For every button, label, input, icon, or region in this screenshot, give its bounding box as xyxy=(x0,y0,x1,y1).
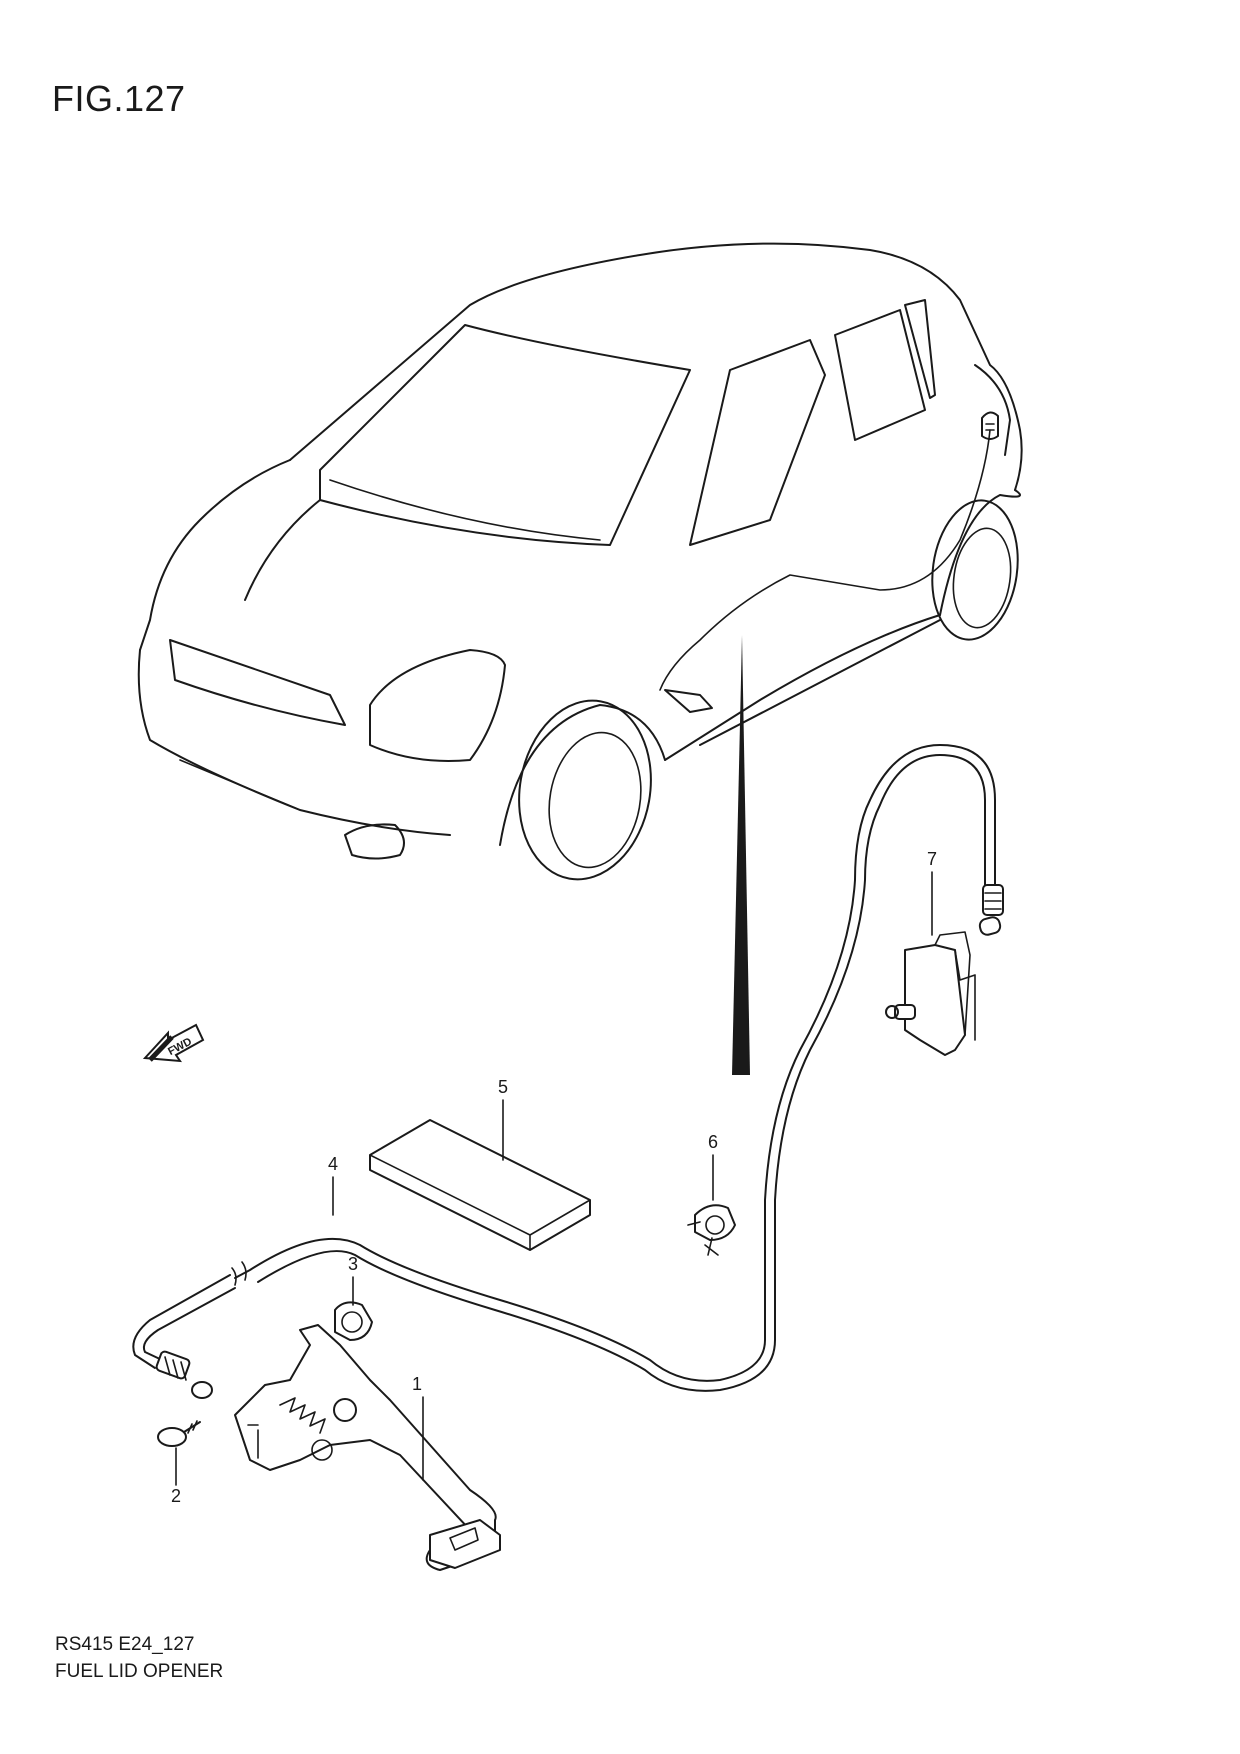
callout-5: 5 xyxy=(498,1077,508,1161)
callout-2: 2 xyxy=(171,1447,181,1506)
callout-2-number: 2 xyxy=(171,1486,181,1506)
callout-6: 6 xyxy=(708,1132,718,1201)
part-1-lever xyxy=(234,1324,501,1571)
callout-1-number: 1 xyxy=(412,1374,422,1394)
callout-3: 3 xyxy=(348,1254,358,1306)
part-5-pad xyxy=(369,1119,591,1251)
part-4-cable xyxy=(132,744,996,1399)
callout-6-number: 6 xyxy=(708,1132,718,1152)
callout-7: 7 xyxy=(927,849,937,936)
part-2-screw xyxy=(157,1420,201,1447)
figure-title: FIG.127 xyxy=(52,78,186,119)
fwd-arrow: FWD xyxy=(142,1023,205,1063)
part-6-clamp xyxy=(687,1204,736,1256)
diagram-name: FUEL LID OPENER xyxy=(55,1661,224,1682)
diagram-code: RS415 E24_127 xyxy=(55,1634,195,1655)
callout-1: 1 xyxy=(412,1374,424,1481)
location-pointer xyxy=(732,635,750,1075)
callout-3-number: 3 xyxy=(348,1254,358,1274)
callout-7-number: 7 xyxy=(927,849,937,869)
callout-4: 4 xyxy=(328,1154,338,1216)
part-3-clip xyxy=(334,1301,373,1341)
callout-5-number: 5 xyxy=(498,1077,508,1097)
callout-4-number: 4 xyxy=(328,1154,338,1174)
car-illustration xyxy=(137,242,1023,881)
part-7-latch xyxy=(885,884,1004,1056)
